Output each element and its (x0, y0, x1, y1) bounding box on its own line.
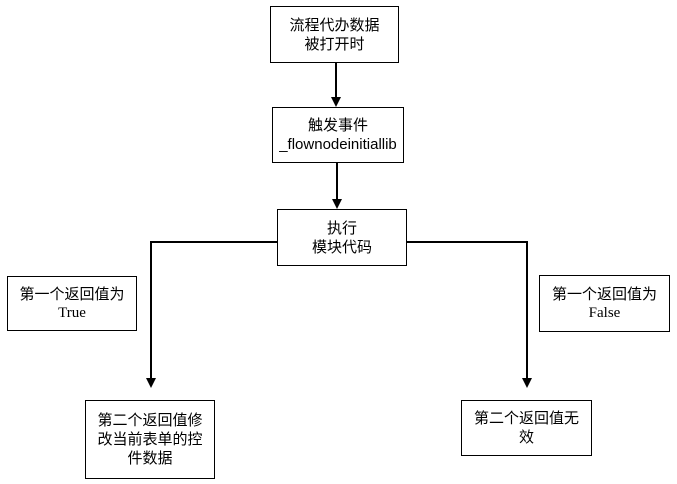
result-false-line-2: 效 (518, 429, 534, 446)
node-execute-line-2: 模块代码 (311, 238, 372, 256)
connector-execute-left-vertical (150, 241, 152, 378)
arrowhead-down-icon (146, 378, 156, 388)
connector-trigger-to-execute (336, 163, 338, 199)
node-trigger-event: 触发事件 _flownodeinitiallib (272, 107, 404, 163)
connector-execute-right-vertical (526, 241, 528, 378)
node-label-return-true: 第一个返回值为 True (7, 276, 137, 331)
arrowhead-down-icon (332, 199, 342, 209)
node-result-modify-form-controls: 第二个返回值修 改当前表单的控 件数据 (85, 400, 215, 479)
label-false-line-2: False (588, 304, 621, 321)
node-label-return-false: 第一个返回值为 False (539, 275, 670, 332)
node-start: 流程代办数据 被打开时 (270, 6, 399, 63)
result-true-line-3: 件数据 (127, 450, 173, 467)
arrowhead-down-icon (331, 97, 341, 107)
node-start-line-2: 被打开时 (304, 35, 365, 53)
result-true-line-2: 改当前表单的控 (97, 431, 203, 448)
label-true-line-1: 第一个返回值为 (19, 285, 125, 303)
label-true-line-2: True (58, 304, 86, 321)
node-trigger-line-1: 触发事件 (307, 117, 368, 134)
connector-execute-left-horizontal (150, 241, 277, 243)
node-execute-module-code: 执行 模块代码 (277, 209, 407, 266)
node-start-line-1: 流程代办数据 (289, 16, 380, 34)
node-trigger-line-2: _flownodeinitiallib (279, 136, 397, 153)
result-true-line-1: 第二个返回值修 (97, 412, 203, 429)
connector-execute-right-horizontal (407, 241, 527, 243)
connector-start-to-trigger (335, 63, 337, 98)
node-execute-line-1: 执行 (326, 219, 357, 237)
result-false-line-1: 第二个返回值无 (473, 410, 579, 427)
label-false-line-1: 第一个返回值为 (551, 285, 657, 303)
arrowhead-down-icon (522, 378, 532, 388)
node-result-return-invalid: 第二个返回值无 效 (461, 400, 592, 456)
